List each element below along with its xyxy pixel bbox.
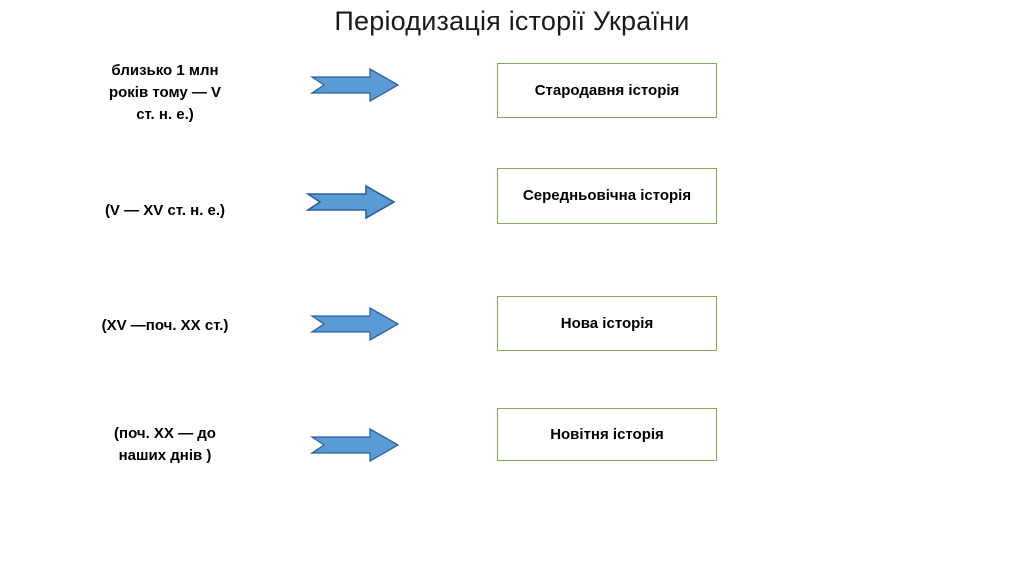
period-label-2: (V — XV ст. н. е.) [104, 202, 226, 219]
era-box-label-1: Стародавня історія [534, 81, 680, 99]
right-arrow-icon [309, 66, 402, 104]
right-arrow-icon [309, 305, 402, 343]
era-box-label-2: Середньовічна історія [522, 187, 692, 204]
period-label-1: близько 1 млн років тому — V ст. н. е.) [108, 62, 222, 123]
era-box-4: Новітня історія [497, 408, 717, 461]
era-box-2: Середньовічна історія [497, 168, 717, 224]
right-arrow-icon [309, 426, 402, 464]
page-title: Періодизація історії України [334, 6, 690, 36]
era-box-label-3: Нова історія [560, 314, 654, 332]
era-box-label-4: Новітня історія [550, 425, 664, 443]
period-label-4: (поч. XX — до наших днів ) [114, 425, 216, 464]
right-arrow-icon [305, 183, 398, 221]
era-box-1: Стародавня історія [497, 63, 717, 118]
era-box-3: Нова історія [497, 296, 717, 351]
period-label-3: (XV —поч. XX ст.) [101, 317, 229, 334]
